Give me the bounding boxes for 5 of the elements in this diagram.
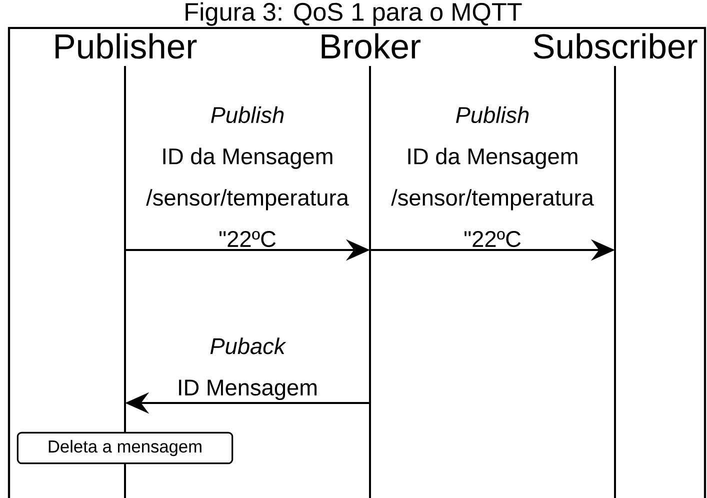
edge-label: Publish ID da Mensagem /sensor/temperatura "22ºC bbox=[146, 106, 349, 248]
title: Figura 3: QoS 1 para o MQTT bbox=[186, 2, 522, 26]
edge-label: Puback ID Mensagem bbox=[179, 338, 317, 400]
note-box: Deleta a mensagem bbox=[16, 432, 234, 464]
edge-label: Publish ID da Mensagem /sensor/temperatura "22ºC bbox=[391, 106, 594, 248]
